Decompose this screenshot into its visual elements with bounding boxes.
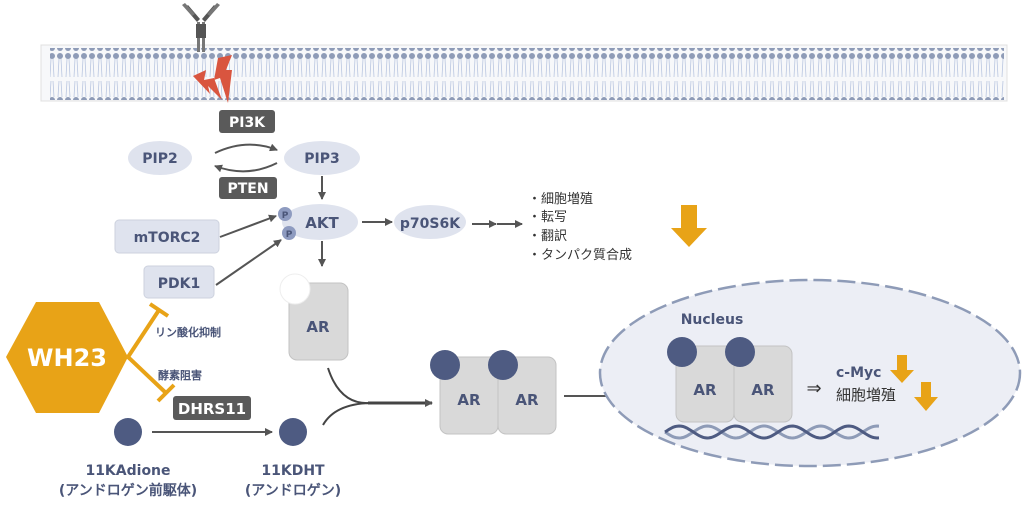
svg-text:AR: AR	[515, 391, 539, 409]
outcomes-list: ・細胞増殖 ・転写 ・翻訳 ・タンパク質合成	[528, 191, 632, 263]
pten-label: PTEN	[219, 177, 277, 199]
implies-symbol: ⇒	[806, 378, 821, 399]
pi3k-label: PI3K	[219, 110, 275, 133]
ar-binding-curve	[327, 367, 371, 405]
pip2-node: PIP2	[128, 141, 192, 175]
svg-text:AR: AR	[751, 381, 775, 399]
enzyme-inhibit-label: 酵素阻害	[158, 368, 202, 382]
cmyc-label: c-Myc	[836, 365, 881, 381]
proliferation-label: 細胞増殖	[836, 386, 896, 404]
outcome-item: ・転写	[528, 210, 567, 225]
decrease-arrow-icon	[914, 382, 938, 411]
ar-receptor-unbound: AR	[279, 273, 349, 361]
pip3-to-pip2-arrow	[214, 162, 278, 173]
kadione-name: 11KAdione	[85, 463, 170, 479]
svg-text:AKT: AKT	[305, 214, 339, 232]
svg-text:mTORC2: mTORC2	[134, 230, 201, 246]
kdht-molecule	[279, 418, 307, 446]
cell-membrane	[40, 44, 1008, 102]
svg-text:DHRS11: DHRS11	[178, 400, 246, 418]
kdht-name: 11KDHT	[261, 463, 325, 479]
outcome-item: ・タンパク質合成	[528, 248, 632, 263]
dna-helix-icon	[664, 424, 880, 440]
receptor-icon	[182, 3, 220, 52]
inhibit-pdk1-line	[126, 302, 170, 359]
ligand-binding-curve	[322, 402, 371, 426]
svg-text:AR: AR	[457, 391, 481, 409]
svg-text:AR: AR	[306, 318, 330, 336]
svg-text:WH23: WH23	[27, 344, 107, 372]
phospho-site-icon: P	[282, 226, 296, 240]
svg-text:P: P	[286, 230, 293, 240]
decrease-arrow-icon	[890, 355, 914, 383]
pdk1-to-akt-arrow	[215, 239, 282, 286]
svg-text:AR: AR	[693, 381, 717, 399]
mtorc2-to-akt-arrow	[219, 214, 277, 238]
ar-dimer-nuclear: AR AR	[667, 337, 793, 423]
outcome-item: ・細胞増殖	[528, 191, 593, 207]
svg-text:P: P	[282, 211, 289, 221]
akt-node: AKT	[282, 204, 358, 240]
pdk1-node: PDK1	[143, 265, 215, 299]
mtorc2-node: mTORC2	[114, 219, 220, 254]
ar-dimer: AR AR	[430, 350, 557, 435]
svg-text:p70S6K: p70S6K	[400, 216, 461, 232]
pip2-to-pip3-arrow	[214, 143, 278, 154]
svg-text:PI3K: PI3K	[229, 115, 266, 131]
svg-text:PDK1: PDK1	[158, 276, 200, 292]
phospho-inhibit-label: リン酸化抑制	[155, 325, 221, 339]
p70s6k-node: p70S6K	[394, 205, 466, 239]
kdht-desc: (アンドロゲン)	[245, 482, 341, 499]
svg-text:PTEN: PTEN	[227, 181, 268, 197]
svg-text:Nucleus: Nucleus	[681, 312, 744, 328]
pip3-node: PIP3	[284, 141, 360, 175]
dhrs11-label: DHRS11	[173, 396, 251, 420]
nucleus: Nucleus	[598, 278, 1022, 468]
svg-text:PIP3: PIP3	[304, 151, 339, 167]
phospho-site-icon: P	[278, 207, 292, 221]
kadione-desc: (アンドロゲン前駆体)	[59, 482, 197, 499]
kadione-molecule	[114, 418, 142, 446]
activation-bolt-icon	[193, 55, 232, 103]
wh23-inhibitor: WH23	[6, 302, 128, 413]
svg-text:PIP2: PIP2	[142, 151, 177, 167]
inhibit-dhrs11-line	[126, 355, 176, 403]
outcome-item: ・翻訳	[528, 229, 567, 244]
decrease-arrow-icon	[671, 205, 707, 247]
